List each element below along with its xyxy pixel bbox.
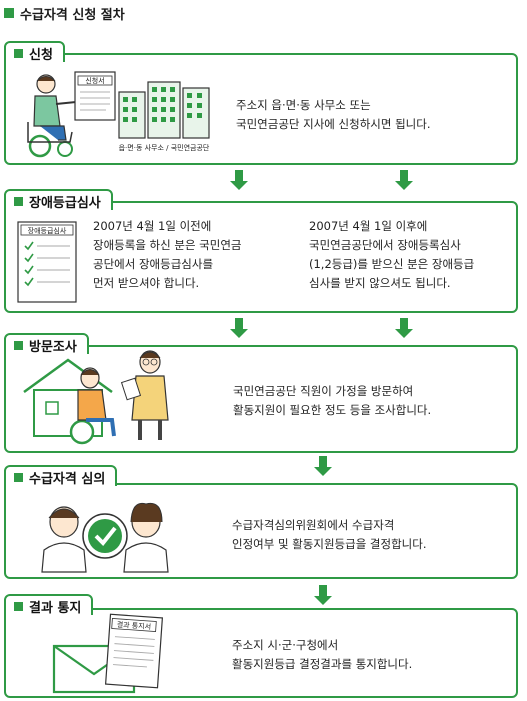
grade-right-line-1: 2007년 4월 1일 이후에 (309, 219, 428, 233)
step-visit-description: 국민연금공단 직원이 가정을 방문하여 활동지원이 필요한 정도 등을 조사합니… (233, 382, 431, 420)
step-deliberation-line-2: 인정여부 및 활동지원등급을 결정합니다. (232, 537, 427, 551)
step-deliberation-label: 수급자격 심의 (29, 471, 106, 487)
step-notice-line-2: 활동지원등급 결정결과를 통지합니다. (232, 657, 413, 671)
step-apply-line-2: 국민연금공단 지사에 신청하시면 됩니다. (236, 117, 431, 131)
checklist-icon: 장애등급심사 (17, 221, 77, 303)
grade-left-line-3: 공단에서 장애등급심사를 (93, 257, 214, 271)
checklist-form-label: 장애등급심사 (28, 226, 67, 235)
apply-illustration: 신청서 읍·면·동 사무소 / 국민연금공단 (27, 71, 210, 158)
committee-icon (41, 502, 169, 573)
application-form-icon: 신청서 (74, 71, 116, 121)
notice-illustration: 결과 통지서 (52, 613, 164, 694)
arrow-down-icon (395, 170, 413, 190)
title-square-icon (4, 8, 14, 18)
step-visit-line-2: 활동지원이 필요한 정도 등을 조사합니다. (233, 403, 432, 417)
step-grade-review-right-text: 2007년 4월 1일 이후에 국민연금공단에서 장애등록심사 (1,2등급)를… (309, 217, 474, 293)
step-apply-line-1: 주소지 읍·면·동 사무소 또는 (236, 98, 371, 112)
step-deliberation-tab: 수급자격 심의 (4, 465, 118, 489)
step-grade-review-tab: 장애등급심사 (4, 189, 113, 213)
grade-left-line-2: 장애등록을 하신 분은 국민연금 (93, 238, 242, 252)
arrow-down-icon (314, 585, 332, 605)
checkmark-icon (82, 513, 128, 559)
grade-right-line-4: 심사를 받지 않으셔도 됩니다. (309, 276, 451, 290)
apply-form-label: 신청서 (85, 76, 104, 85)
step-deliberation-description: 수급자격심의위원회에서 수급자격 인정여부 및 활동지원등급을 결정합니다. (232, 516, 426, 554)
step-apply-tab: 신청 (4, 41, 65, 65)
step-grade-review-left-text: 2007년 4월 1일 이전에 장애등록을 하신 분은 국민연금 공단에서 장애… (93, 217, 242, 293)
step-apply-description: 주소지 읍·면·동 사무소 또는 국민연금공단 지사에 신청하시면 됩니다. (236, 96, 430, 134)
arrow-down-icon (314, 456, 332, 476)
tab-dot-icon (14, 340, 23, 350)
grade-right-line-2: 국민연금공단에서 장애등록심사 (309, 238, 461, 252)
step-notice-line-1: 주소지 시·군·구청에서 (232, 638, 339, 652)
step-grade-review-box (4, 201, 518, 313)
interviewer-icon (120, 350, 169, 440)
notice-form-icon: 결과 통지서 (104, 613, 164, 689)
arrow-down-icon (230, 318, 248, 338)
grade-left-line-1: 2007년 4월 1일 이전에 (93, 219, 212, 233)
step-notice-description: 주소지 시·군·구청에서 활동지원등급 결정결과를 통지합니다. (232, 636, 412, 674)
grade-right-line-3: (1,2등급)를 받으신 분은 장애등급 (309, 257, 475, 271)
tab-dot-icon (14, 196, 23, 206)
tab-dot-icon (14, 601, 23, 611)
step-visit-line-1: 국민연금공단 직원이 가정을 방문하여 (233, 384, 414, 398)
wheelchair-user-icon (27, 74, 77, 158)
arrow-down-icon (230, 170, 248, 190)
tab-dot-icon (14, 48, 23, 58)
apply-building-caption: 읍·면·동 사무소 / 국민연금공단 (119, 143, 210, 152)
arrow-down-icon (395, 318, 413, 338)
tab-dot-icon (14, 472, 23, 482)
step-grade-review-label: 장애등급심사 (29, 195, 101, 211)
notice-form-label: 결과 통지서 (116, 620, 151, 631)
step-apply-label: 신청 (29, 47, 53, 63)
step-notice-tab: 결과 통지 (4, 594, 94, 618)
page-title: 수급자격 신청 절차 (4, 4, 125, 23)
page-title-text: 수급자격 신청 절차 (20, 7, 125, 23)
grade-left-line-4: 먼저 받으셔야 합니다. (93, 276, 200, 290)
visit-illustration (23, 350, 169, 445)
building-icon: 읍·면·동 사무소 / 국민연금공단 (118, 81, 210, 152)
step-visit-label: 방문조사 (29, 339, 77, 355)
step-deliberation-line-1: 수급자격심의위원회에서 수급자격 (232, 518, 395, 532)
wheelchair-user-icon (69, 367, 116, 445)
step-notice-label: 결과 통지 (29, 600, 82, 616)
